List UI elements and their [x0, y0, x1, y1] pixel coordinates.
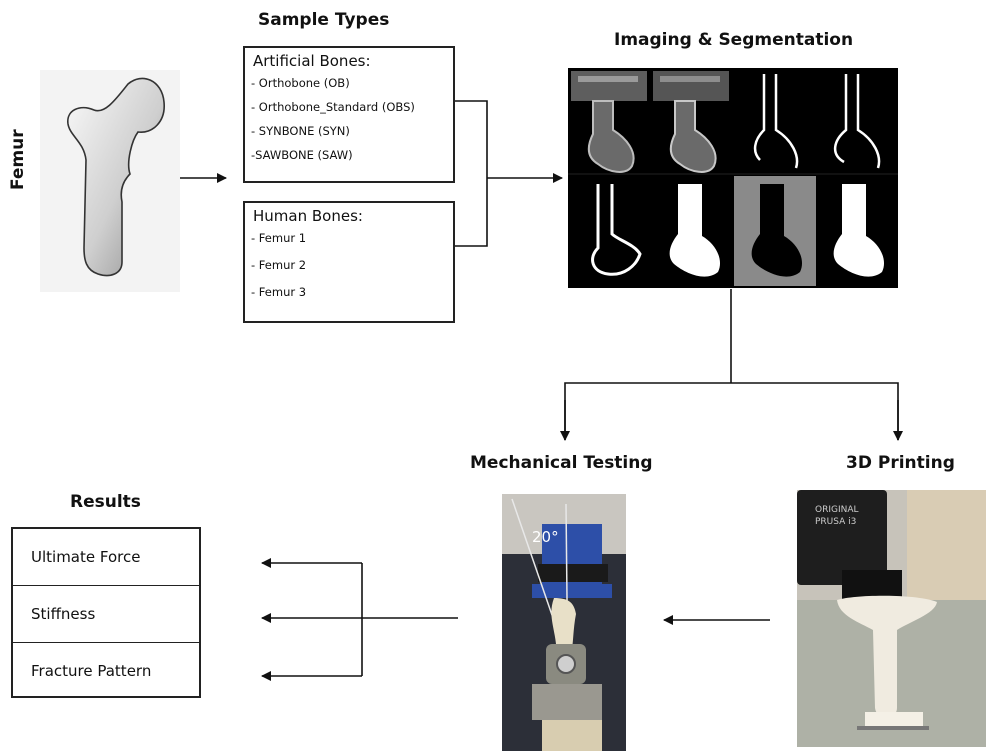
result-label: Fracture Pattern	[31, 662, 152, 680]
filled-panel-f	[669, 184, 721, 277]
result-ultimate-force: Ultimate Force	[13, 529, 199, 586]
printing-photo: ORIGINAL PRUSA i3	[797, 490, 986, 747]
human-bones-box: Human Bones: - Femur 1 - Femur 2 - Femur…	[243, 201, 455, 323]
human-bones-heading: Human Bones:	[253, 207, 363, 225]
femur-label: Femur	[8, 129, 28, 190]
outline-panel-d	[834, 74, 881, 169]
printing-title: 3D Printing	[846, 453, 955, 473]
outline-panel-c	[753, 74, 799, 169]
result-label: Ultimate Force	[31, 548, 141, 566]
sample-types-title: Sample Types	[258, 10, 390, 30]
femur-label-text: Femur	[8, 129, 28, 190]
outline-panel-e	[591, 184, 642, 276]
artificial-bone-item: - Orthobone_Standard (OBS)	[251, 100, 415, 114]
printer-label-2: PRUSA i3	[815, 517, 856, 527]
result-fracture-pattern: Fracture Pattern	[13, 643, 199, 699]
result-stiffness: Stiffness	[13, 586, 199, 643]
results-title: Results	[70, 492, 141, 512]
result-label: Stiffness	[31, 605, 96, 623]
mechanical-testing-title: Mechanical Testing	[470, 453, 653, 473]
imaging-title: Imaging & Segmentation	[614, 30, 854, 50]
results-box: Ultimate Force Stiffness Fracture Patter…	[11, 527, 201, 698]
segmentation-grid-image	[568, 68, 898, 288]
artificial-bone-item: -SAWBONE (SAW)	[251, 148, 353, 162]
ct-scan-panel-b	[653, 71, 729, 173]
artificial-bone-item: - SYNBONE (SYN)	[251, 124, 350, 138]
human-bone-item: - Femur 1	[251, 231, 307, 245]
bracket-samples	[455, 100, 488, 247]
mechanical-testing-illustration: 20°	[502, 494, 626, 751]
angle-label: 20°	[532, 528, 559, 546]
inverse-panel-g	[734, 176, 816, 286]
femur-bone-icon	[40, 70, 180, 292]
3d-printer-illustration: ORIGINAL PRUSA i3	[797, 490, 986, 747]
artificial-bones-heading: Artificial Bones:	[253, 52, 371, 70]
line-split	[564, 382, 899, 440]
human-bone-item: - Femur 2	[251, 258, 307, 272]
human-bone-item: - Femur 3	[251, 285, 307, 299]
artificial-bones-box: Artificial Bones: - Orthobone (OB) - Ort…	[243, 46, 455, 183]
mechanical-testing-photo: 20°	[502, 494, 626, 751]
artificial-bone-item: - Orthobone (OB)	[251, 76, 350, 90]
printer-label-1: ORIGINAL	[815, 505, 859, 515]
ct-scan-panel-a	[571, 71, 647, 173]
filled-panel-h	[833, 184, 885, 277]
